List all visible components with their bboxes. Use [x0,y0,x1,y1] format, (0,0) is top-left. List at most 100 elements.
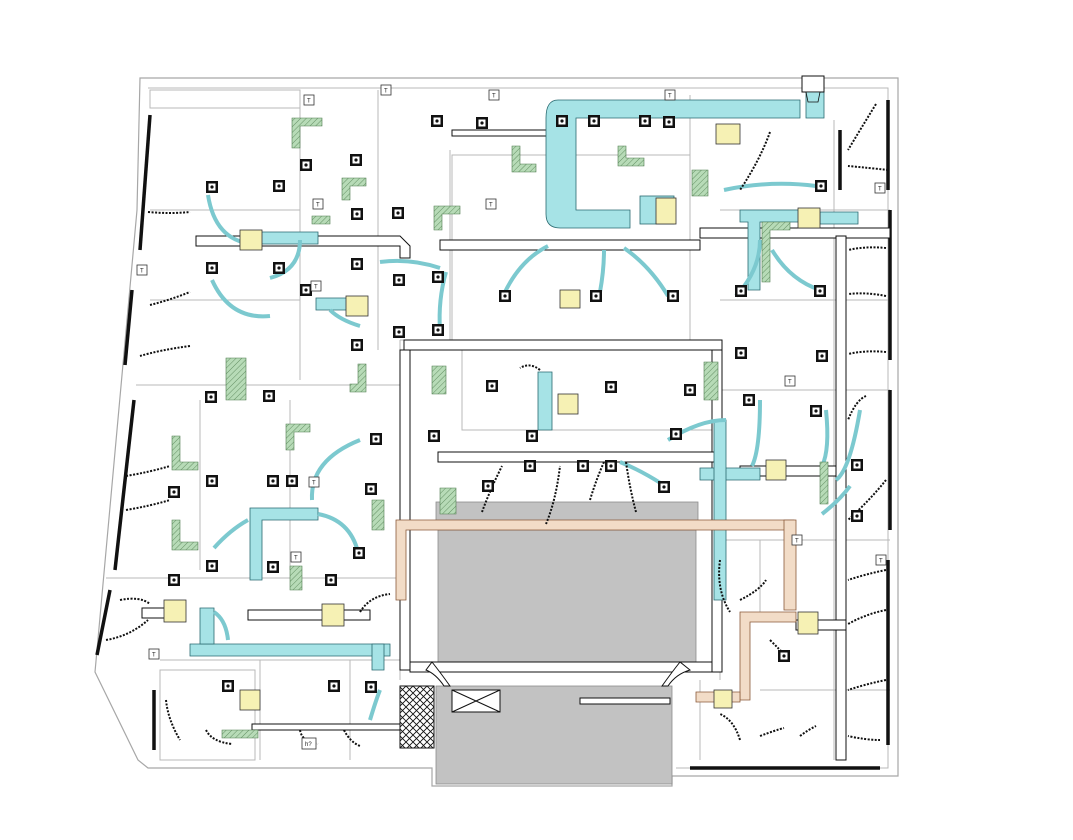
square-diffuser-icon [267,475,279,487]
thermostat-label: T [312,481,316,487]
square-diffuser-icon [815,180,827,192]
thermostat-label: T [152,653,156,659]
square-diffuser-icon [168,574,180,586]
square-diffuser-icon [206,560,218,572]
thermostat-icon: T [312,198,324,210]
square-diffuser-icon [431,115,443,127]
square-diffuser-icon [168,486,180,498]
thermostat-label: T [795,539,799,545]
square-diffuser-icon [588,115,600,127]
thermostat-icon: T [875,554,887,566]
square-diffuser-icon [658,481,670,493]
square-diffuser-icon [393,326,405,338]
square-diffuser-icon [851,459,863,471]
thermostat-icon: T [148,648,160,660]
thermostat-icon: T [485,198,497,210]
square-diffuser-icon [816,350,828,362]
square-diffuser-icon [778,650,790,662]
square-diffuser-icon [482,480,494,492]
special-mark-label: h? [305,742,312,748]
square-diffuser-icon [325,574,337,586]
square-diffuser-icon [353,547,365,559]
square-diffuser-icon [350,154,362,166]
thermostat-label: T [788,380,792,386]
square-diffuser-icon [428,430,440,442]
thermostat-icon: T [380,84,392,96]
square-diffuser-icon [365,681,377,693]
square-diffuser-icon [476,117,488,129]
thermostat-icon: T [290,551,302,563]
square-diffuser-icon [273,262,285,274]
square-diffuser-icon [432,271,444,283]
ceiling-diffusers [168,115,863,693]
thermostat-label: T [668,94,672,100]
thermostat-icon: T [784,375,796,387]
square-diffuser-icon [300,284,312,296]
square-diffuser-icon [810,405,822,417]
square-diffuser-icon [605,381,617,393]
thermostat-icon: T [136,264,148,276]
square-diffuser-icon [351,339,363,351]
square-diffuser-icon [206,181,218,193]
thermostat-label: T [307,99,311,105]
square-diffuser-icon [206,475,218,487]
square-diffuser-icon [300,159,312,171]
thermostat-label: T [314,285,318,291]
square-diffuser-icon [222,680,234,692]
thermostat-icon: T [874,182,886,194]
square-diffuser-icon [670,428,682,440]
thermostat-icon: T [664,89,676,101]
square-diffuser-icon [393,274,405,286]
square-diffuser-icon [263,390,275,402]
square-diffuser-icon [526,430,538,442]
thermostat-icon: T [303,94,315,106]
thermostat-label: T [140,269,144,275]
thermostat-label: T [878,187,882,193]
square-diffuser-icon [286,475,298,487]
thermostat-label: T [489,203,493,209]
square-diffuser-icon [392,207,404,219]
square-diffuser-icon [577,460,589,472]
square-diffuser-icon [556,115,568,127]
square-diffuser-icon [590,290,602,302]
thermostat-icon: T [310,280,322,292]
square-diffuser-icon [605,460,617,472]
square-diffuser-icon [267,561,279,573]
supply-ducts [189,83,859,671]
fan-coil-units [163,123,821,711]
square-diffuser-icon [524,460,536,472]
thermostat-icon: T [308,476,320,488]
thermostat-label: T [492,94,496,100]
square-diffuser-icon [486,380,498,392]
roof-vent [801,75,825,103]
thermostat-icon: T [488,89,500,101]
thermostat-icon: T [791,534,803,546]
square-diffuser-icon [743,394,755,406]
square-diffuser-icon [351,208,363,220]
square-diffuser-icon [639,115,651,127]
square-diffuser-icon [667,290,679,302]
square-diffuser-icon [663,116,675,128]
square-diffuser-icon [851,510,863,522]
square-diffuser-icon [328,680,340,692]
thermostat-label: T [384,89,388,95]
square-diffuser-icon [206,262,218,274]
square-diffuser-icon [432,324,444,336]
square-diffuser-icon [370,433,382,445]
special-mark: h? [301,737,317,750]
square-diffuser-icon [684,384,696,396]
core-shaft-area [399,501,699,785]
thermostat-label: T [294,556,298,562]
square-diffuser-icon [365,483,377,495]
thermostat-markers: T T T T T T T T T T T T T T T [136,84,887,660]
square-diffuser-icon [351,258,363,270]
square-diffuser-icon [735,347,747,359]
square-diffuser-icon [273,180,285,192]
square-diffuser-icon [205,391,217,403]
square-diffuser-icon [735,285,747,297]
square-diffuser-icon [814,285,826,297]
thermostat-label: T [879,559,883,565]
return-grilles [171,117,829,739]
thermostat-label: T [316,203,320,209]
